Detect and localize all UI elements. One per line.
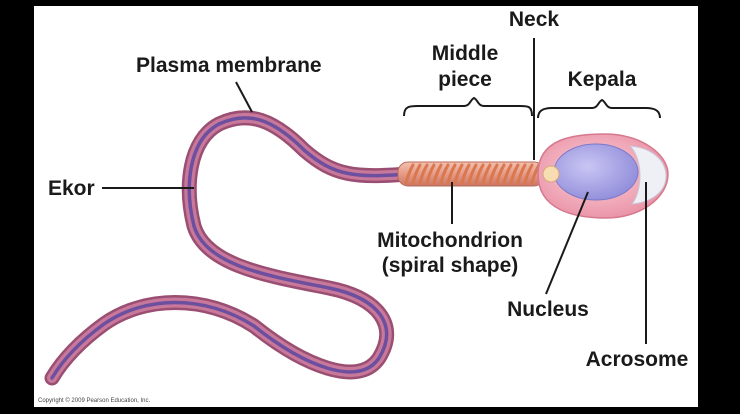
- mitochondrion-coil: [418, 163, 429, 185]
- label-acrosome: Acrosome: [586, 348, 689, 371]
- mitochondrion-coil: [481, 163, 492, 185]
- mitochondrion-coil: [467, 163, 478, 185]
- mitochondrion-coil: [425, 163, 436, 185]
- label-neck: Neck: [509, 8, 560, 31]
- mitochondrion-coil: [446, 163, 457, 185]
- mitochondrion-coil: [439, 163, 450, 185]
- acrosome-shape: [628, 145, 667, 205]
- mitochondrion-coil: [523, 163, 534, 185]
- label-mitochondrion-line2: (spiral shape): [382, 254, 519, 277]
- mitochondrion-coil: [502, 163, 513, 185]
- diagram-frame: Plasma membrane Middle piece Neck Kepala…: [34, 6, 698, 407]
- label-middle-piece-line1: Middle: [432, 42, 499, 65]
- label-mitochondrion-line1: Mitochondrion: [377, 229, 523, 252]
- label-plasma-membrane: Plasma membrane: [136, 54, 322, 77]
- sperm-cell-diagram: Plasma membrane Middle piece Neck Kepala…: [38, 8, 689, 404]
- mitochondrion-coil: [453, 163, 464, 185]
- label-nucleus: Nucleus: [507, 298, 589, 321]
- mitochondrion-coil: [460, 163, 471, 185]
- label-middle-piece-line2: piece: [438, 68, 492, 91]
- label-head: Kepala: [568, 68, 637, 91]
- nucleus-shape: [553, 143, 639, 201]
- nucleus-leader: [545, 191, 589, 295]
- mitochondrion-coil: [411, 163, 422, 185]
- plasma-membrane-leader: [235, 81, 253, 113]
- tail-axoneme: [50, 116, 411, 380]
- tail-membrane-highlight: [47, 112, 414, 383]
- copyright-text: Copyright © 2009 Pearson Education, Inc.: [38, 397, 150, 404]
- middle-piece-bracket: [403, 96, 533, 117]
- mitochondrion-coil: [495, 163, 506, 185]
- label-tail: Ekor: [48, 177, 95, 200]
- tail-membrane: [44, 110, 417, 386]
- mitochondrion-coil: [432, 163, 443, 185]
- mitochondrion-coil: [474, 163, 485, 185]
- centriole: [542, 165, 560, 183]
- mitochondrion-coil: [404, 163, 415, 185]
- mitochondrion-coil: [516, 163, 527, 185]
- mitochondrion-coil: [488, 163, 499, 185]
- head-bracket: [537, 98, 661, 119]
- mitochondrion-coil: [509, 163, 520, 185]
